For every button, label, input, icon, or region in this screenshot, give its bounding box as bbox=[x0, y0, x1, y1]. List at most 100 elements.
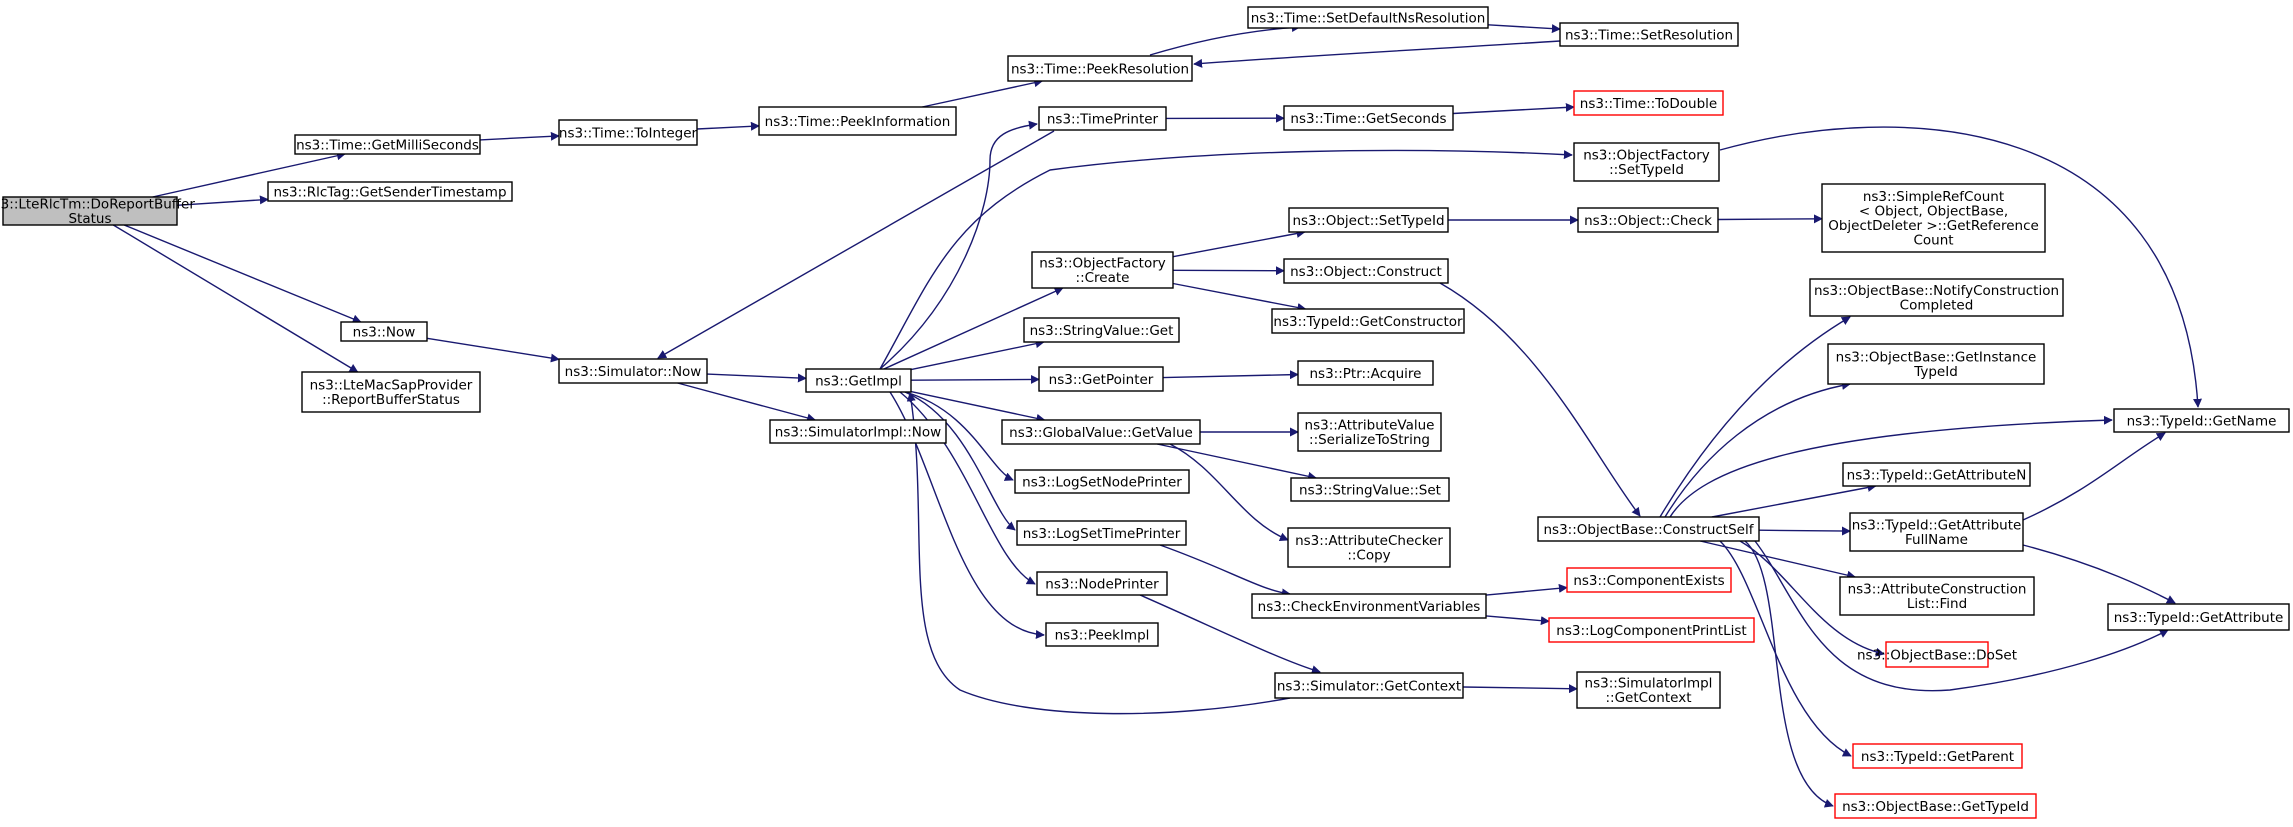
edge-logsettime-to-checkenv bbox=[1159, 544, 1291, 598]
node-box bbox=[1573, 90, 1724, 116]
edge-getimpl-to-logsettime bbox=[904, 391, 1016, 531]
node-getmilli[interactable]: ns3::Time::GetMilliSeconds bbox=[294, 134, 481, 155]
node-rlctag[interactable]: ns3::RlcTag::GetSenderTimestamp bbox=[267, 181, 513, 202]
node-simgetcontext[interactable]: ns3::Simulator::GetContext bbox=[1274, 672, 1464, 699]
edge-root-to-ltemac bbox=[112, 224, 359, 373]
node-globalvalueget[interactable]: ns3::GlobalValue::GetValue bbox=[1001, 419, 1201, 445]
node-label: ns3::Now bbox=[353, 324, 416, 340]
node-label: ns3::LogSetTimePrinter bbox=[1023, 526, 1181, 542]
node-nodeprinter[interactable]: ns3::NodePrinter bbox=[1036, 571, 1168, 596]
node-getconstructor[interactable]: ns3::TypeId::GetConstructor bbox=[1271, 308, 1465, 334]
node-peekres[interactable]: ns3::Time::PeekResolution bbox=[1007, 55, 1193, 82]
node-logsetnode[interactable]: ns3::LogSetNodePrinter bbox=[1014, 469, 1190, 494]
node-stringvalueget[interactable]: ns3::StringValue::Get bbox=[1023, 317, 1180, 343]
node-now[interactable]: ns3::Now bbox=[340, 321, 428, 342]
node-box bbox=[294, 134, 481, 155]
edge-getimpl-to-ofsettypeid bbox=[879, 149, 1573, 370]
node-ptracquire[interactable]: ns3::Ptr::Acquire bbox=[1297, 360, 1434, 386]
edge-getattrfullname-to-getattribute bbox=[2022, 544, 2176, 604]
node-logsettime[interactable]: ns3::LogSetTimePrinter bbox=[1016, 520, 1187, 546]
node-ofcreate[interactable]: ns3::ObjectFactory::Create bbox=[1031, 251, 1174, 289]
node-stringvalueset[interactable]: ns3::StringValue::Set bbox=[1290, 477, 1450, 502]
nodes-layer: ns3::LteRlcTm::DoReportBufferStatusns3::… bbox=[0, 6, 2290, 819]
node-ltemac[interactable]: ns3::LteMacSapProvider::ReportBufferStat… bbox=[301, 371, 481, 413]
node-compexists[interactable]: ns3::ComponentExists bbox=[1566, 567, 1732, 593]
node-todouble[interactable]: ns3::Time::ToDouble bbox=[1573, 90, 1724, 116]
node-label: ns3::LogSetNodePrinter bbox=[1022, 474, 1182, 490]
edge-constructself-to-getattribute bbox=[1754, 540, 2169, 692]
node-label: ns3::RlcTag::GetSenderTimestamp bbox=[273, 184, 506, 200]
node-simplerefcount[interactable]: ns3::SimpleRefCount< Object, ObjectBase,… bbox=[1821, 183, 2046, 253]
edge-getimpl-to-nodeprinter bbox=[899, 391, 1036, 585]
node-getpointer[interactable]: ns3::GetPointer bbox=[1038, 366, 1164, 392]
node-box bbox=[1809, 278, 2064, 317]
node-box bbox=[1297, 412, 1442, 452]
node-getseconds[interactable]: ns3::Time::GetSeconds bbox=[1283, 105, 1454, 131]
node-box bbox=[1821, 183, 2046, 253]
node-peekinfo[interactable]: ns3::Time::PeekInformation bbox=[758, 106, 957, 136]
node-attrserialize[interactable]: ns3::AttributeValue::SerializeToString bbox=[1297, 412, 1442, 452]
edge-globalvalueget-to-stringvalueset bbox=[1156, 443, 1318, 481]
edges-layer bbox=[112, 22, 2202, 808]
node-label: ns3::ComponentExists bbox=[1573, 573, 1724, 589]
node-label: ::SetTypeId bbox=[1609, 162, 1684, 178]
node-box bbox=[1288, 207, 1449, 233]
node-getattributen[interactable]: ns3::TypeId::GetAttributeN bbox=[1842, 462, 2031, 487]
node-attrcheckercopy[interactable]: ns3::AttributeChecker::Copy bbox=[1287, 527, 1451, 568]
node-box bbox=[1283, 258, 1449, 284]
node-getattribute[interactable]: ns3::TypeId::GetAttribute bbox=[2107, 603, 2290, 631]
node-box bbox=[1834, 793, 2037, 819]
node-label: Status bbox=[68, 211, 111, 227]
node-label: ns3::Object::Check bbox=[1584, 213, 1712, 229]
node-doset[interactable]: ns3::ObjectBase::DoSet bbox=[1857, 641, 2017, 668]
node-box bbox=[1885, 641, 1989, 668]
node-logcompprint[interactable]: ns3::LogComponentPrintList bbox=[1548, 617, 1755, 643]
node-peekimpl[interactable]: ns3::PeekImpl bbox=[1045, 622, 1159, 647]
node-box bbox=[1842, 462, 2031, 487]
node-box bbox=[1271, 308, 1465, 334]
node-label: ns3::GetImpl bbox=[815, 373, 902, 389]
node-tointeger[interactable]: ns3::Time::ToInteger bbox=[558, 119, 698, 146]
node-label: Completed bbox=[1900, 298, 1974, 314]
node-box bbox=[769, 419, 947, 444]
node-objcheck[interactable]: ns3::Object::Check bbox=[1577, 207, 1719, 233]
node-typeidgetname[interactable]: ns3::TypeId::GetName bbox=[2113, 408, 2290, 433]
node-timeprinter[interactable]: ns3::TimePrinter bbox=[1038, 106, 1167, 131]
node-checkenv[interactable]: ns3::CheckEnvironmentVariables bbox=[1251, 593, 1487, 619]
node-box bbox=[1559, 22, 1739, 47]
node-getobjtypeid[interactable]: ns3::ObjectBase::GetTypeId bbox=[1834, 793, 2037, 819]
node-box bbox=[2107, 603, 2290, 631]
node-setdefault[interactable]: ns3::Time::SetDefaultNsResolution bbox=[1247, 6, 1489, 29]
edge-ofsettypeid-to-typeidgetname bbox=[1719, 126, 2202, 408]
node-notifyconstruction[interactable]: ns3::ObjectBase::NotifyConstructionCompl… bbox=[1809, 278, 2064, 317]
node-setres[interactable]: ns3::Time::SetResolution bbox=[1559, 22, 1739, 47]
node-box bbox=[267, 181, 513, 202]
node-objsettypeid[interactable]: ns3::Object::SetTypeId bbox=[1288, 207, 1449, 233]
node-getparent[interactable]: ns3::TypeId::GetParent bbox=[1852, 743, 2023, 769]
node-box bbox=[758, 106, 957, 136]
node-box bbox=[1038, 106, 1167, 131]
node-simimplnow[interactable]: ns3::SimulatorImpl::Now bbox=[769, 419, 947, 444]
node-label: ::ReportBufferStatus bbox=[322, 392, 460, 408]
node-box bbox=[558, 358, 708, 384]
node-getimpl[interactable]: ns3::GetImpl bbox=[805, 368, 912, 393]
node-box bbox=[1038, 366, 1164, 392]
edge-simnow-to-getimpl bbox=[706, 373, 807, 383]
node-simimplgetcontext[interactable]: ns3::SimulatorImpl::GetContext bbox=[1576, 671, 1721, 709]
node-label: ns3::StringValue::Get bbox=[1030, 323, 1174, 339]
edge-now-to-simnow bbox=[426, 337, 560, 363]
edge-getimpl-to-timeprinter bbox=[879, 120, 1038, 370]
edge-timeprinter-to-simnow bbox=[657, 130, 1055, 359]
node-objconstruct[interactable]: ns3::Object::Construct bbox=[1283, 258, 1449, 284]
edge-constructself-to-notifyconstruction bbox=[1659, 316, 1851, 518]
node-ofsettypeid[interactable]: ns3::ObjectFactory::SetTypeId bbox=[1573, 142, 1720, 182]
node-simnow[interactable]: ns3::Simulator::Now bbox=[558, 358, 708, 384]
node-label: ns3::AttributeValue bbox=[1305, 418, 1435, 434]
node-constructself[interactable]: ns3::ObjectBase::ConstructSelf bbox=[1537, 516, 1760, 542]
node-label: ns3::Ptr::Acquire bbox=[1310, 366, 1422, 382]
